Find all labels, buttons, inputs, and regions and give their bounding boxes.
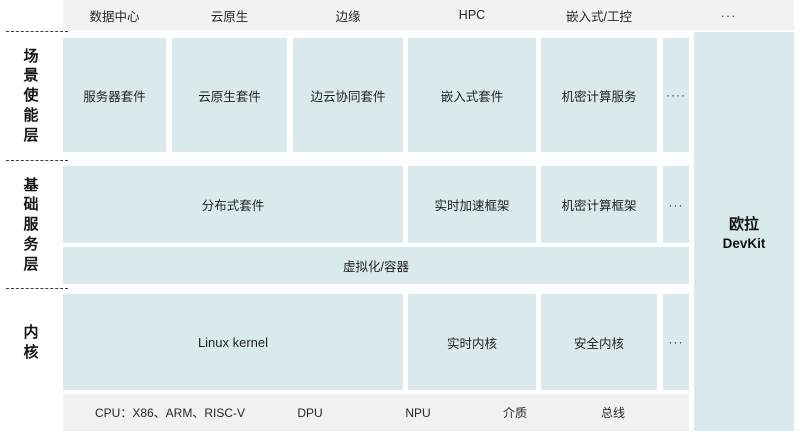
row-label-char: 核 <box>23 344 39 361</box>
row-label-kernel: 内 核 <box>6 296 56 390</box>
hardware-item-npu: NPU <box>405 405 431 420</box>
divider-middle-dashed <box>6 160 68 161</box>
column-header-strip <box>63 0 794 30</box>
row-label-char: 基 <box>23 176 39 194</box>
column-header-data-center: 数据中心 <box>89 9 140 24</box>
box-virtualization-container[interactable]: 虚拟化/容器 <box>63 247 689 284</box>
box-cloud-native-suite[interactable]: 云原生套件 <box>172 38 287 152</box>
divider-top-dashed <box>6 31 68 32</box>
box-embedded-suite[interactable]: 嵌入式套件 <box>408 38 536 152</box>
row-label-char: 层 <box>23 126 39 144</box>
row-label-char: 内 <box>23 324 39 342</box>
row-label-char: 使 <box>23 87 39 105</box>
hardware-item-media: 介质 <box>502 406 527 420</box>
row-label-char: 场 <box>23 47 39 65</box>
row-label-char: 景 <box>23 67 39 85</box>
hardware-item-bus: 总线 <box>600 406 625 420</box>
devkit-name-en: DevKit <box>722 235 766 251</box>
box-confidential-computing-service[interactable]: 机密计算服务 <box>541 38 657 152</box>
row-label-char: 础 <box>23 196 39 214</box>
hardware-item-dpu: DPU <box>297 405 323 420</box>
box-server-suite[interactable]: 服务器套件 <box>63 38 166 152</box>
row-label-char: 能 <box>23 106 39 124</box>
devkit-column[interactable]: 欧拉 DevKit <box>694 32 794 431</box>
box-realtime-kernel[interactable]: 实时内核 <box>408 294 536 390</box>
row-label-scenario-enablement: 场 景 使 能 层 <box>6 36 56 156</box>
hardware-item-cpu: CPU：X86、ARM、RISC-V <box>94 406 246 420</box>
box-confidential-computing-framework[interactable]: 机密计算框架 <box>541 166 657 243</box>
column-header-cloud-native: 云原生 <box>210 9 249 24</box>
row-label-char: 务 <box>23 235 39 253</box>
column-header-more-ellipsis: ··· <box>720 7 737 23</box>
column-header-edge: 边缘 <box>335 9 361 24</box>
divider-bottom-dashed <box>6 288 68 289</box>
hardware-layer-strip <box>63 394 689 431</box>
row-label-char: 层 <box>23 255 39 273</box>
box-edge-cloud-collaboration-suite[interactable]: 边云协同套件 <box>293 38 403 152</box>
box-linux-kernel[interactable]: Linux kernel <box>63 294 403 390</box>
box-distributed-suite[interactable]: 分布式套件 <box>63 166 403 243</box>
box-basic-services-more-ellipsis[interactable]: ··· <box>663 166 689 243</box>
row-label-char: 服 <box>23 216 39 234</box>
devkit-name-cn: 欧拉 <box>728 215 759 233</box>
box-secure-kernel[interactable]: 安全内核 <box>541 294 657 390</box>
box-kernel-more-ellipsis[interactable]: ··· <box>663 294 689 390</box>
column-header-hpc: HPC <box>458 8 486 22</box>
column-header-embedded-industrial: 嵌入式/工控 <box>566 9 632 24</box>
box-realtime-acceleration-framework[interactable]: 实时加速框架 <box>408 166 536 243</box>
row-label-basic-services: 基 础 服 务 层 <box>6 166 56 284</box>
box-scenario-more-ellipsis[interactable]: ···· <box>663 38 689 152</box>
